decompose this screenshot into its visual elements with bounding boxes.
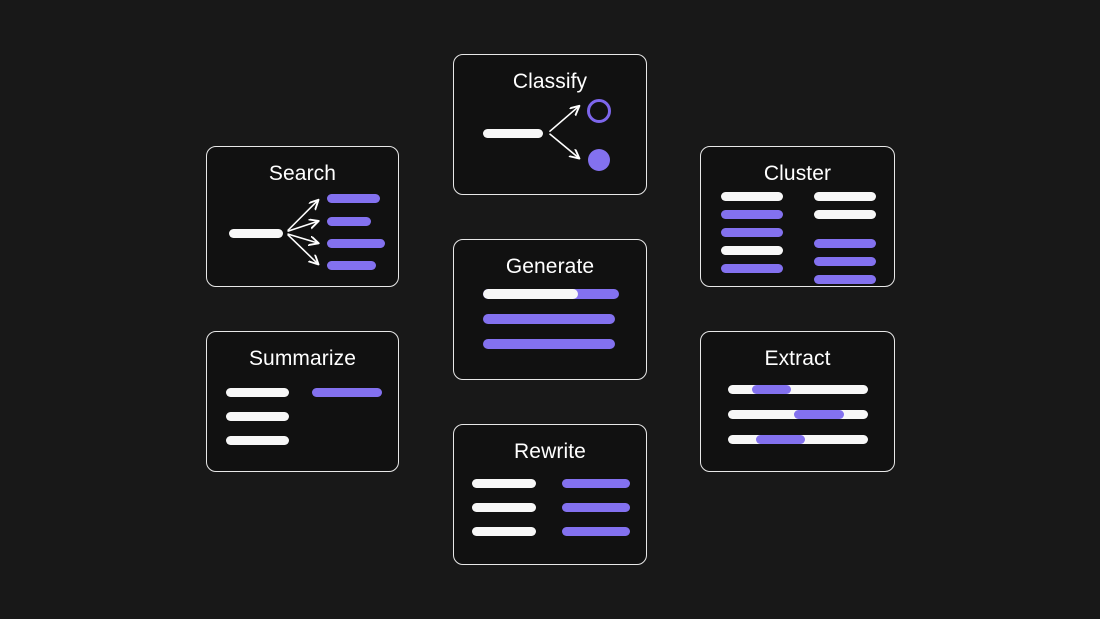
cluster-right-bar-4	[814, 257, 876, 266]
summarize-output-bar	[312, 388, 382, 397]
rewrite-original-bar-1	[472, 479, 536, 488]
summarize-source-bar-2	[226, 412, 289, 421]
card-rewrite[interactable]: Rewrite	[453, 424, 647, 565]
card-body-rewrite	[454, 425, 646, 564]
card-classify[interactable]: Classify	[453, 54, 647, 195]
card-title-extract: Extract	[764, 347, 831, 370]
extract-highlight-3	[756, 435, 805, 444]
cluster-left-bar-3	[721, 228, 783, 237]
card-body-cluster	[701, 147, 894, 286]
card-body-extract	[701, 332, 894, 471]
classify-input-bar	[483, 129, 543, 138]
cluster-right-bar-1	[814, 192, 876, 201]
card-title-search: Search	[268, 162, 337, 185]
summarize-source-bar-3	[226, 436, 289, 445]
card-cluster[interactable]: Cluster	[700, 146, 895, 287]
search-result-bar-4	[327, 261, 376, 270]
card-generate[interactable]: Generate	[453, 239, 647, 380]
card-title-classify: Classify	[512, 70, 588, 93]
card-body-search	[207, 147, 398, 286]
search-result-bar-1	[327, 194, 380, 203]
card-body-classify	[454, 55, 646, 194]
search-result-bar-3	[327, 239, 385, 248]
generate-line-3	[483, 339, 615, 349]
rewrite-revised-bar-3	[562, 527, 630, 536]
classify-class-dot-icon	[588, 149, 610, 171]
generate-prompt-segment	[483, 289, 579, 299]
cluster-left-bar-1	[721, 192, 783, 201]
extract-line-3	[728, 435, 868, 444]
card-body-generate	[454, 240, 646, 379]
cluster-left-bar-4	[721, 246, 783, 255]
rewrite-original-bar-2	[472, 503, 536, 512]
generate-line-2	[483, 314, 615, 324]
extract-highlight-1	[751, 385, 791, 394]
rewrite-revised-bar-2	[562, 503, 630, 512]
cluster-right-bar-2	[814, 210, 876, 219]
extract-line-2	[728, 410, 868, 419]
card-body-summarize	[207, 332, 398, 471]
card-title-cluster: Cluster	[763, 162, 832, 185]
card-extract[interactable]: Extract	[700, 331, 895, 472]
cluster-right-bar-5	[814, 275, 876, 284]
classify-class-ring-icon	[587, 99, 611, 123]
cluster-left-bar-2	[721, 210, 783, 219]
summarize-source-bar-1	[226, 388, 289, 397]
classify-arrows-icon	[549, 55, 646, 195]
rewrite-original-bar-3	[472, 527, 536, 536]
search-result-bar-2	[327, 217, 371, 226]
extract-line-1	[728, 385, 868, 394]
search-query-bar	[229, 229, 283, 238]
card-search[interactable]: Search	[206, 146, 399, 287]
card-summarize[interactable]: Summarize	[206, 331, 399, 472]
generate-line-1	[483, 289, 619, 299]
card-title-summarize: Summarize	[248, 347, 357, 370]
cluster-right-bar-3	[814, 239, 876, 248]
extract-highlight-2	[793, 410, 845, 419]
cluster-left-bar-5	[721, 264, 783, 273]
card-title-rewrite: Rewrite	[514, 440, 586, 463]
rewrite-revised-bar-1	[562, 479, 630, 488]
card-title-generate: Generate	[505, 255, 595, 278]
